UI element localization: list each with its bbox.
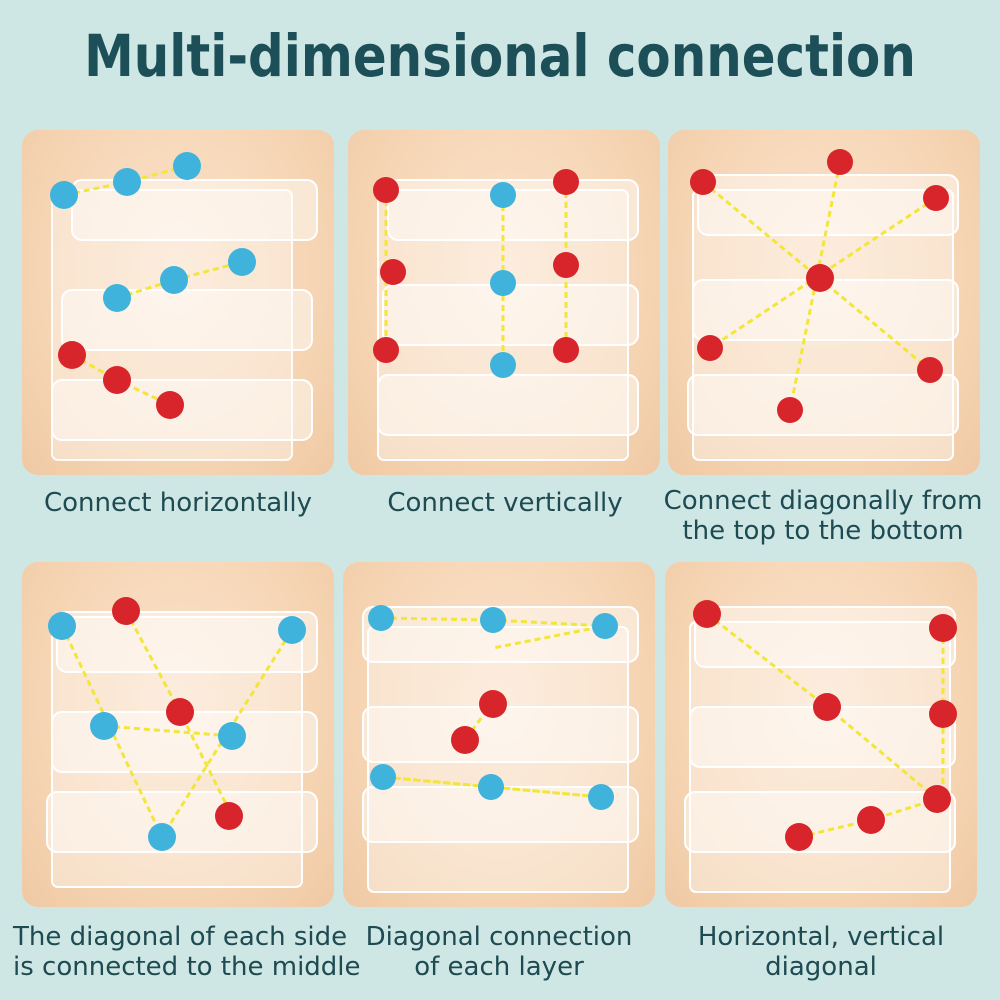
panel-layer-diagonal: [343, 562, 655, 907]
cube-illustration: [50, 152, 318, 461]
panel-connect-vertically: [348, 130, 660, 475]
ball-group: [368, 605, 618, 810]
cube-illustration: [373, 169, 639, 461]
acrylic-cube: [684, 606, 956, 893]
ball-group: [373, 169, 579, 378]
page-title: Multi-dimensional connection: [84, 22, 916, 90]
cube-illustration: [687, 149, 959, 461]
caption-layer-diagonal: Diagonal connection of each layer: [334, 922, 664, 982]
caption-line: diagonal: [765, 952, 877, 982]
caption-connect-diagonally: Connect diagonally from the top to the b…: [658, 486, 988, 546]
caption-line: Connect horizontally: [43, 488, 313, 518]
acrylic-cube: [687, 174, 959, 461]
caption-line: The diagonal of each side: [13, 922, 348, 952]
panel-connect-horizontally: [22, 130, 334, 475]
caption-horizontal-vertical-diagonal: Horizontal, vertical diagonal: [656, 922, 986, 982]
caption-line: is connected to the middle: [13, 952, 361, 982]
ball-group: [693, 600, 957, 851]
caption-line: Connect diagonally from: [663, 486, 983, 516]
acrylic-cube: [377, 179, 639, 461]
acrylic-cube: [51, 179, 318, 461]
acrylic-cube: [362, 606, 639, 893]
caption-line: of each layer: [414, 952, 584, 982]
panel-side-diagonal-middle: [22, 562, 334, 907]
caption-line: Horizontal, vertical: [697, 922, 945, 952]
caption-side-diagonal-middle: The diagonal of each side is connected t…: [13, 922, 361, 982]
yellow-guide-lines: [380, 616, 606, 799]
cube-illustration: [684, 600, 957, 893]
panel-horizontal-vertical-diagonal: [665, 562, 977, 907]
caption-connect-horizontally: Connect horizontally: [13, 488, 343, 518]
cube-illustration: [46, 597, 318, 888]
caption-line: Diagonal connection: [365, 922, 633, 952]
cube-illustration: [362, 605, 639, 893]
caption-line: the top to the bottom: [682, 516, 964, 546]
ball-group: [48, 597, 306, 851]
panel-connect-diagonally: [668, 130, 980, 475]
ball-group: [690, 149, 949, 423]
ball-group: [50, 152, 256, 419]
caption-connect-vertically: Connect vertically: [340, 488, 670, 518]
caption-line: Connect vertically: [387, 488, 623, 518]
